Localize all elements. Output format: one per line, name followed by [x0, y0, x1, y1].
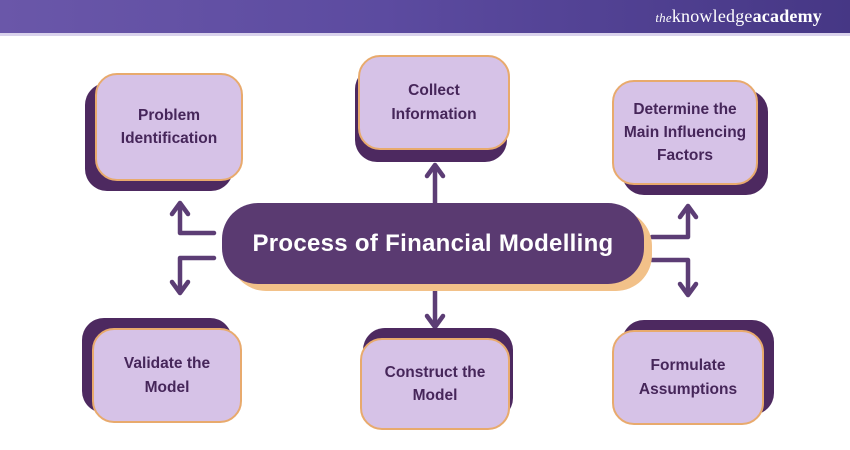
node-label: Determine the Main Influencing Factors	[623, 100, 747, 165]
brand-logo: theknowledgeacademy	[655, 6, 822, 27]
header-bar: theknowledgeacademy	[0, 0, 850, 36]
logo-knowledge: knowledge	[671, 6, 753, 26]
node-determine-main-influencing-factors: Determine the Main Influencing Factors	[612, 80, 758, 185]
logo-the: the	[655, 10, 672, 25]
arrow-down-left-elbow	[169, 255, 217, 296]
arrow-up-right-elbow	[649, 203, 699, 240]
node-label: Formulate Assumptions	[638, 357, 738, 398]
node-label: Problem Identification	[120, 106, 218, 147]
node-label: Collect Information	[391, 82, 477, 123]
arrow-up-left-elbow	[169, 200, 217, 236]
logo-academy: academy	[752, 6, 822, 26]
node-label: Construct the Model	[384, 363, 486, 404]
node-construct-the-model: Construct the Model	[360, 338, 510, 430]
node-formulate-assumptions: Formulate Assumptions	[612, 330, 764, 425]
node-label: Validate the Model	[123, 355, 211, 396]
center-node-label: Process of Financial Modelling	[252, 229, 614, 257]
center-node-process-title: Process of Financial Modelling	[222, 203, 644, 284]
node-problem-identification: Problem Identification	[95, 73, 243, 181]
arrow-down-right-elbow	[649, 257, 699, 298]
node-validate-the-model: Validate the Model	[92, 328, 242, 423]
arrow-down-center	[424, 283, 446, 330]
arrow-up-center	[424, 162, 446, 209]
node-collect-information: Collect Information	[358, 55, 510, 150]
